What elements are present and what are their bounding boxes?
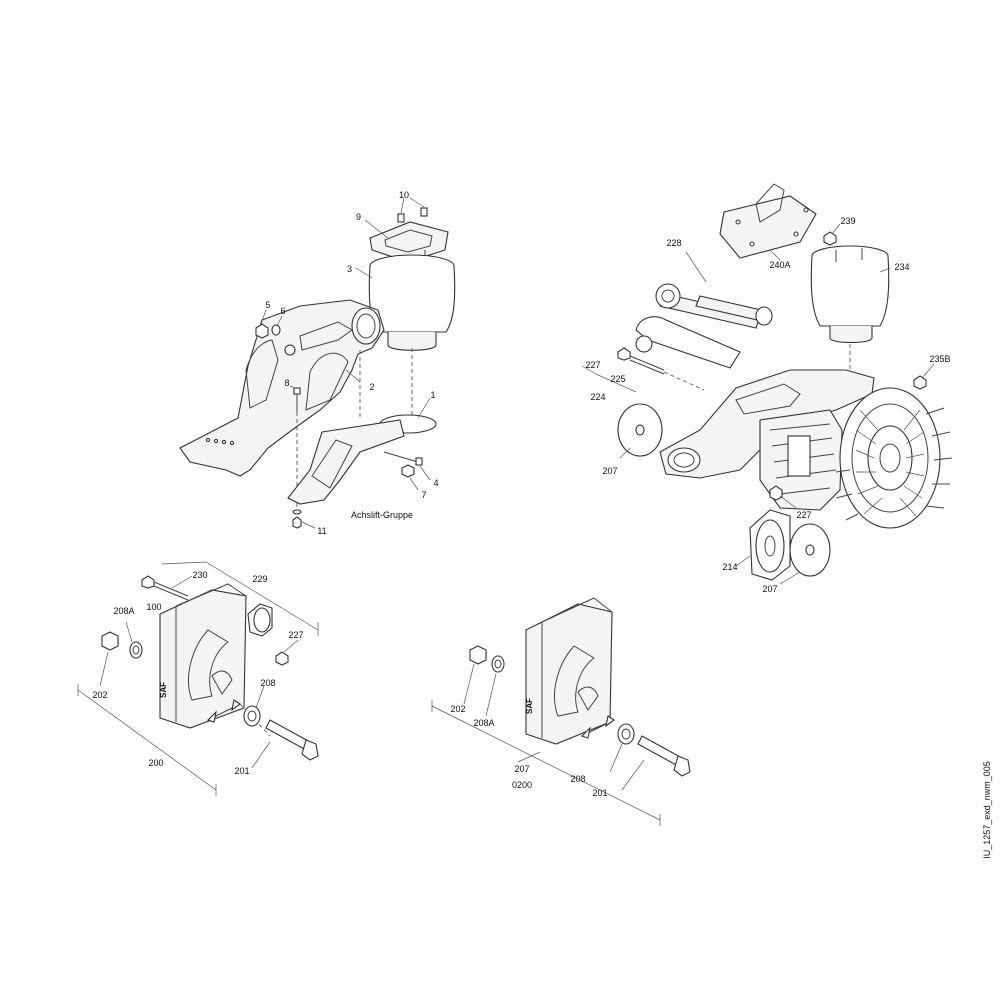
part-label: 208A bbox=[473, 718, 494, 728]
part-label: 0200 bbox=[512, 780, 532, 790]
part-label: 239 bbox=[840, 216, 855, 226]
part-label: 201 bbox=[234, 766, 249, 776]
part-label: 202 bbox=[92, 690, 107, 700]
part-label: 214 bbox=[722, 562, 737, 572]
drawing-reference: IU_1257_exd_nwm_005 bbox=[982, 761, 992, 859]
svg-text:SAF: SAF bbox=[159, 682, 168, 698]
bracket-assembly-right: SAF 202 208A 207 208 0200 201 bbox=[431, 597, 691, 826]
part-label: 228 bbox=[666, 238, 681, 248]
part-label: 11 bbox=[317, 526, 326, 536]
part-label: 227 bbox=[796, 510, 811, 520]
part-label: 100 bbox=[146, 602, 161, 612]
part-label: 208A bbox=[113, 606, 134, 616]
part-label: 234 bbox=[894, 262, 909, 272]
part-label: 4 bbox=[433, 478, 438, 488]
group-title: Achslift-Gruppe bbox=[351, 510, 413, 520]
part-label: 6 bbox=[280, 306, 285, 316]
part-label: 1 bbox=[430, 390, 435, 400]
part-label: 207 bbox=[514, 764, 529, 774]
part-label: 201 bbox=[592, 788, 607, 798]
part-label: 7 bbox=[421, 490, 426, 500]
part-label: 2 bbox=[369, 382, 374, 392]
part-label: 10 bbox=[399, 190, 409, 200]
part-label: 225 bbox=[610, 374, 625, 384]
svg-text:SAF: SAF bbox=[525, 698, 534, 714]
part-label: 207 bbox=[762, 584, 777, 594]
part-label: 200 bbox=[148, 758, 163, 768]
part-label: 240A bbox=[769, 260, 790, 270]
bracket-assembly-left: SAF 230 bbox=[77, 561, 319, 796]
part-label: 3 bbox=[347, 264, 352, 274]
part-label: 230 bbox=[192, 570, 207, 580]
axle-hub-assembly: 239 228 240A 234 227 225 224 235B 207 22… bbox=[581, 183, 953, 594]
part-label: 202 bbox=[450, 704, 465, 714]
part-label: 207 bbox=[602, 466, 617, 476]
part-label: 9 bbox=[356, 212, 361, 222]
part-label: 227 bbox=[288, 630, 303, 640]
part-label: 8 bbox=[284, 378, 289, 388]
part-label: 227 bbox=[585, 360, 600, 370]
part-label: 224 bbox=[590, 392, 605, 402]
part-label: 208 bbox=[260, 678, 275, 688]
part-label: 235B bbox=[929, 354, 950, 364]
air-spring-assembly: 10 9 3 5 6 8 2 1 4 7 11 Achslift-Gruppe bbox=[179, 190, 456, 536]
part-label: 5 bbox=[265, 300, 270, 310]
part-label: 229 bbox=[252, 574, 267, 584]
part-label: 208 bbox=[570, 774, 585, 784]
